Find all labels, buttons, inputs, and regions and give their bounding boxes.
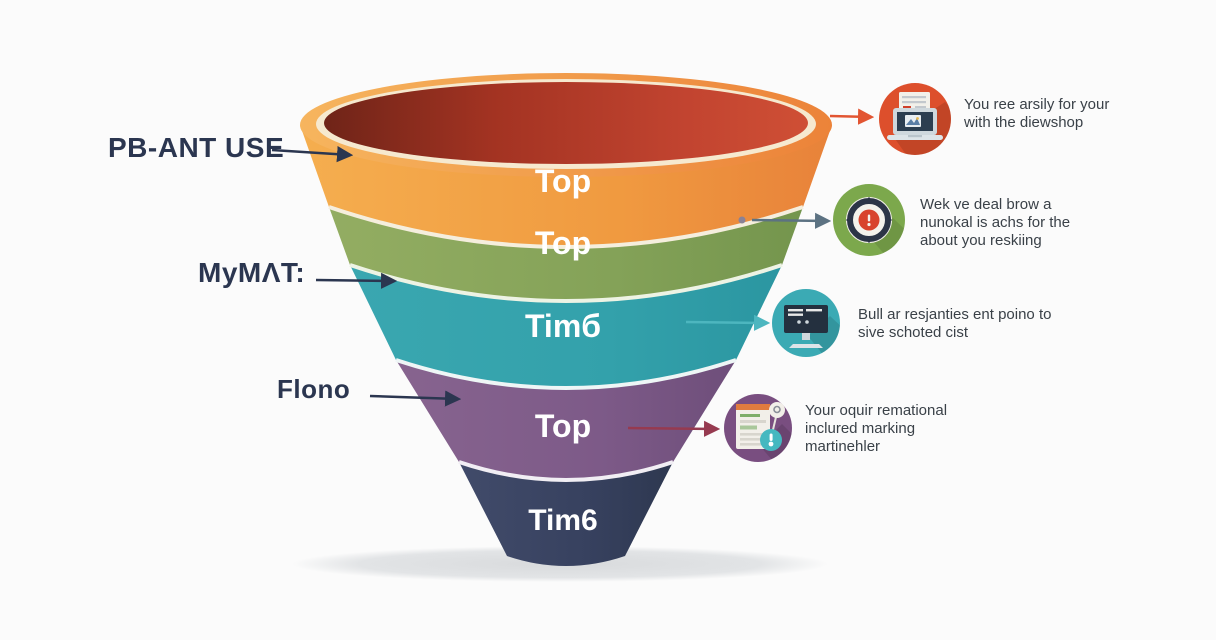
arrow-dot bbox=[738, 216, 746, 224]
right-item-text-1: You ree arsily for your with the diewsho… bbox=[964, 96, 1109, 132]
text-line: Your oquir remational bbox=[805, 402, 948, 419]
funnel-stage-3 bbox=[350, 265, 782, 388]
stage-separator bbox=[395, 358, 737, 390]
desktop-monitor-icon bbox=[772, 289, 840, 357]
arrow-line bbox=[685, 314, 771, 331]
arrow-line bbox=[627, 420, 721, 437]
arrow-line bbox=[829, 108, 875, 125]
funnel-stage-1 bbox=[300, 125, 832, 247]
text-line: You ree arsily for your bbox=[964, 96, 1110, 113]
text-line: martinehler bbox=[805, 438, 881, 455]
arrow-line bbox=[315, 272, 398, 289]
text-line: inclured marking bbox=[805, 420, 916, 437]
text-line: sive schoted cist bbox=[858, 324, 969, 341]
text-line: about you reskiing bbox=[920, 232, 1042, 249]
right-item-text-2: Wek ve deal brow a nunokal is achs for t… bbox=[920, 196, 1070, 250]
stage-5-label: Tim6 bbox=[528, 504, 597, 537]
stage-2-label: Top bbox=[535, 225, 591, 261]
left-label-2: MyMΛT: bbox=[198, 257, 306, 288]
arrow-line bbox=[271, 146, 354, 163]
timer-target-icon bbox=[833, 184, 905, 256]
funnel-body: Top Top Timб Top Tim6 bbox=[300, 73, 832, 566]
text-line: with the diewshop bbox=[964, 114, 1084, 131]
text-line: Bull ar resjanties ent poino to bbox=[858, 306, 1052, 323]
arrow-line bbox=[369, 390, 462, 407]
left-arrows bbox=[271, 146, 462, 407]
text-line: Wek ve deal brow a bbox=[920, 196, 1052, 213]
stage-separator bbox=[328, 205, 804, 249]
right-item-text-3: Bull ar resjanties ent poino to sive sch… bbox=[858, 306, 1051, 342]
stage-4-label: Top bbox=[535, 408, 591, 444]
stage-3-label: Timб bbox=[525, 308, 601, 344]
funnel-stage-5 bbox=[459, 462, 673, 566]
funnel-stage-4 bbox=[396, 360, 736, 480]
right-item-text-4: Your oquir remational inclured marking m… bbox=[805, 402, 947, 456]
funnel-mouth bbox=[300, 73, 832, 177]
document-search-icon bbox=[724, 394, 792, 462]
stage-1-label: Top bbox=[535, 163, 591, 199]
stage-separator bbox=[349, 263, 783, 303]
left-label-1: PB-ANT USE bbox=[108, 132, 285, 163]
text-line: nunokal is achs for the bbox=[920, 214, 1071, 231]
left-label-3: Flono bbox=[277, 374, 351, 404]
right-arrows bbox=[627, 108, 875, 437]
arrow-line bbox=[751, 212, 832, 229]
funnel-stage-2 bbox=[329, 207, 803, 301]
stage-separator bbox=[458, 460, 674, 482]
